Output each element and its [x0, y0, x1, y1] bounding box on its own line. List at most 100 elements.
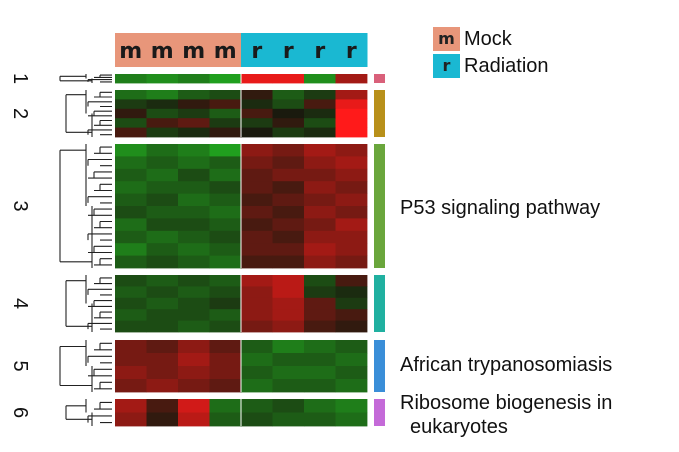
dendrogram: [65, 90, 112, 137]
cluster-label: 4: [9, 298, 31, 309]
heatmap-cell: [146, 156, 179, 170]
heatmap-cell: [335, 399, 368, 413]
cluster-color-bar: [374, 144, 385, 268]
column-header-label: r: [314, 39, 325, 64]
heatmap-cell: [335, 127, 368, 138]
heatmap-cell: [272, 297, 305, 310]
heatmap-cell: [335, 243, 368, 256]
heatmap-cell: [335, 74, 368, 84]
heatmap-cell: [146, 353, 179, 367]
heatmap-cell: [115, 366, 147, 380]
heatmap-cell: [304, 218, 336, 232]
heatmap-cell: [209, 108, 242, 119]
heatmap-cell: [178, 379, 210, 393]
dendrogram: [59, 144, 112, 268]
heatmap-cell: [146, 243, 179, 256]
heatmap-cell: [241, 118, 273, 128]
heatmap-cell: [146, 230, 179, 244]
heatmap-cell: [178, 340, 210, 354]
dendrogram: [59, 340, 112, 392]
heatmap-cell: [209, 181, 242, 194]
heatmap-cell: [209, 99, 242, 110]
heatmap-cell: [241, 168, 273, 182]
heatmap-cell: [178, 127, 210, 138]
heatmap-cell: [115, 144, 147, 157]
heatmap-cell: [241, 309, 273, 321]
cluster-label: 5: [9, 360, 31, 371]
heatmap-cell: [241, 108, 273, 119]
heatmap-cell: [115, 108, 147, 119]
heatmap-cell: [209, 275, 242, 287]
heatmap-cell: [178, 297, 210, 310]
heatmap-cell: [241, 243, 273, 256]
heatmap-cell: [304, 99, 336, 110]
heatmap-cell: [209, 243, 242, 256]
heatmap-cell: [178, 412, 210, 427]
heatmap-cell: [272, 286, 305, 299]
heatmap-cell: [178, 168, 210, 182]
heatmap-cell: [178, 206, 210, 219]
heatmap-cell: [272, 118, 305, 128]
heatmap-cell: [146, 275, 179, 287]
heatmap-cell: [115, 297, 147, 310]
cluster-label: 1: [9, 73, 31, 84]
heatmap-cell: [241, 206, 273, 219]
heatmap-cell: [272, 353, 305, 367]
heatmap-cell: [209, 168, 242, 182]
heatmap-cell: [304, 379, 336, 393]
legend-mock-box: m: [433, 27, 460, 51]
heatmap-cell: [304, 297, 336, 310]
column-header-cell: [335, 33, 368, 67]
heatmap-cell: [209, 399, 242, 413]
heatmap-cell: [272, 309, 305, 321]
heatmap-cell: [115, 340, 147, 354]
heatmap-cell: [115, 412, 147, 427]
heatmap-cell: [178, 230, 210, 244]
annotation-ribosome-line2: eukaryotes: [410, 416, 508, 438]
heatmap-cell: [335, 297, 368, 310]
heatmap-cell: [146, 90, 179, 100]
heatmap-cell: [146, 74, 179, 84]
legend-radiation-box: r: [433, 54, 460, 78]
heatmap-cell: [178, 181, 210, 194]
heatmap-cell: [272, 74, 305, 84]
heatmap-cell: [241, 320, 273, 333]
heatmap-cell: [304, 108, 336, 119]
heatmap-cell: [209, 193, 242, 207]
heatmap-cell: [335, 340, 368, 354]
column-header-cell: [272, 33, 305, 67]
heatmap-cell: [178, 144, 210, 157]
heatmap-cell: [209, 218, 242, 232]
cluster-color-bar: [374, 275, 385, 332]
heatmap-cell: [146, 127, 179, 138]
heatmap-cell: [272, 340, 305, 354]
heatmap-cell: [335, 144, 368, 157]
column-header-label: m: [151, 39, 174, 64]
column-header-cell: [209, 33, 242, 67]
heatmap-cell: [146, 108, 179, 119]
heatmap-cell: [241, 218, 273, 232]
cluster-label: 6: [9, 407, 31, 418]
heatmap-cell: [335, 99, 368, 110]
heatmap-cell: [335, 320, 368, 333]
cluster-color-bar: [374, 399, 385, 426]
column-header-cell: [241, 33, 273, 67]
heatmap-cell: [272, 99, 305, 110]
heatmap-cell: [241, 99, 273, 110]
heatmap-cell: [272, 320, 305, 333]
column-header-label: r: [283, 39, 294, 64]
heatmap-cell: [146, 340, 179, 354]
heatmap-cell: [178, 99, 210, 110]
heatmap-cell: [241, 127, 273, 138]
heatmap-cell: [335, 412, 368, 427]
cluster-color-bar: [374, 340, 385, 392]
heatmap-cell: [146, 255, 179, 269]
heatmap-cell: [178, 353, 210, 367]
column-header-cell: [146, 33, 179, 67]
heatmap-cell: [178, 286, 210, 299]
heatmap-cell: [115, 90, 147, 100]
heatmap-cell: [241, 230, 273, 244]
heatmap-cell: [272, 366, 305, 380]
heatmap-cell: [304, 90, 336, 100]
heatmap-cell: [335, 90, 368, 100]
